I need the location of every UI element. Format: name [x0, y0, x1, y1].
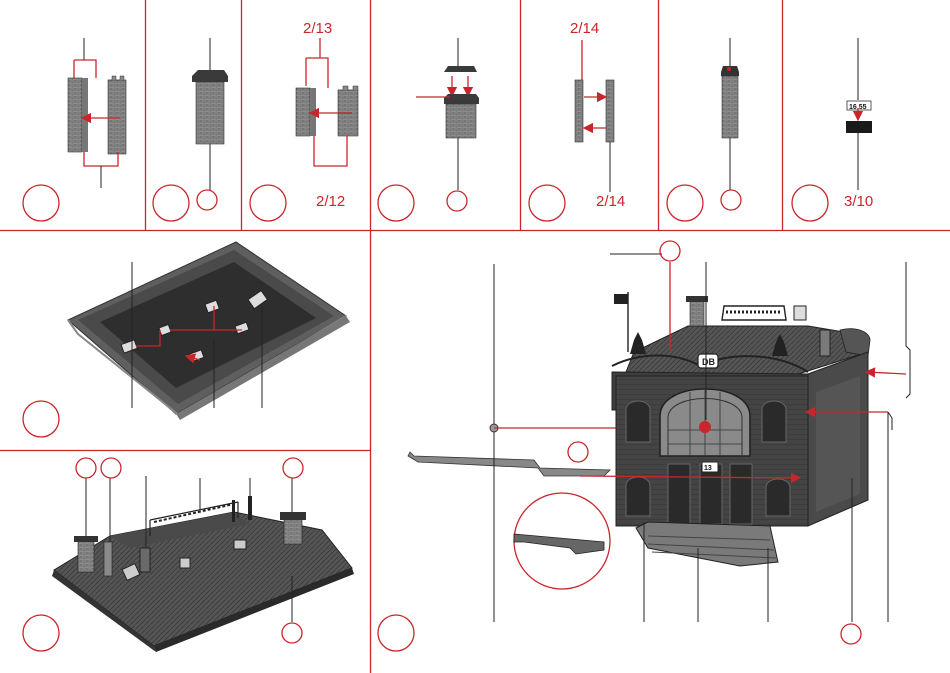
- detail-circle: [283, 458, 303, 478]
- part-ref-bottom: 2/14: [596, 193, 625, 210]
- step-circle: [23, 615, 59, 651]
- clock-sign: 13: [704, 465, 712, 472]
- step-circle: [153, 185, 189, 221]
- step-5-chimney-strips: 2/14 2/14: [529, 20, 625, 221]
- step-circle: [792, 185, 828, 221]
- detail-circle: [101, 458, 121, 478]
- step-circle: [250, 185, 286, 221]
- part-ref-top: 2/14: [570, 20, 599, 37]
- detail-circle: [721, 190, 741, 210]
- step-circle: [23, 401, 59, 437]
- detail-circle: [197, 190, 217, 210]
- part-ref-bottom: 3/10: [844, 193, 873, 210]
- detail-circle: [76, 458, 96, 478]
- detail-circle: [282, 623, 302, 643]
- step-7-clock-sign: 16 55 3/10: [792, 38, 873, 221]
- step-circle: [23, 185, 59, 221]
- detail-circle: [447, 191, 467, 211]
- step-circle: [378, 185, 414, 221]
- part-ref-top: 2/13: [303, 20, 332, 37]
- main-assembly-station: DB 13: [378, 241, 910, 651]
- step-8-roof-underside: [23, 242, 350, 437]
- step-4-chimney-cap-assembly: [378, 38, 479, 221]
- step-2-chimney-capped: [153, 38, 228, 221]
- detail-circle: [841, 624, 861, 644]
- step-9-roof-top: [23, 458, 354, 652]
- station-sign: DB: [702, 357, 715, 367]
- part-ref-bottom: 2/12: [316, 193, 345, 210]
- step-3-chimney-halves: 2/13 2/12: [250, 20, 358, 221]
- step-circle: [667, 185, 703, 221]
- step-circle: [378, 615, 414, 651]
- step-circle: [529, 185, 565, 221]
- detail-circle: [660, 241, 680, 261]
- detail-circle: [568, 442, 588, 462]
- step-1-chimney-halves: [23, 38, 126, 221]
- step-6-chimney-tall: [667, 38, 741, 221]
